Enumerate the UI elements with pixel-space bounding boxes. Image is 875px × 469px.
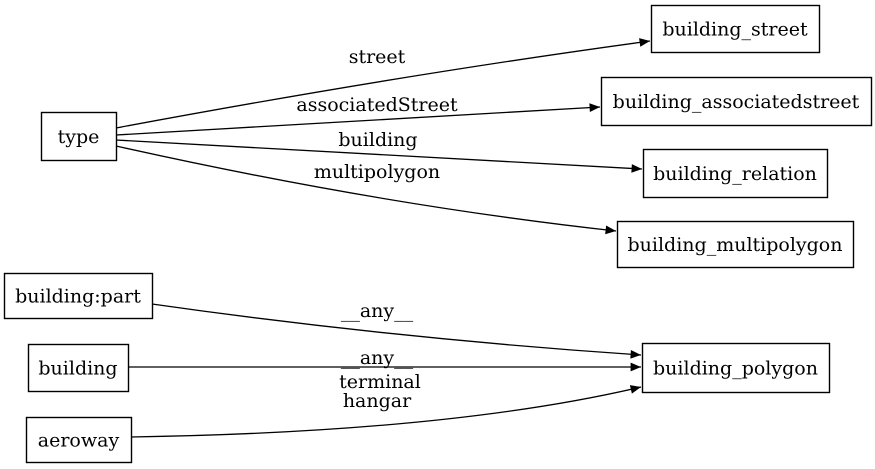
node-building-label: building (38, 358, 117, 380)
node-type (40, 111, 118, 162)
node-aeroway-label: aeroway (38, 430, 120, 452)
edge-label: associatedStreet (296, 94, 458, 116)
node-building_multipolygon-label: building_multipolygon (628, 234, 843, 256)
node-building_street-label: building_street (662, 19, 808, 41)
edge-type-to-building_associatedstreet (115, 103, 601, 136)
edge-label: multipolygon (314, 161, 440, 183)
node-building_polygon (641, 342, 831, 394)
edge-label: __any__ (341, 347, 414, 369)
edge-building_part-to-building_polygon (151, 303, 642, 359)
edge-aeroway-to-building_polygon (130, 385, 642, 438)
node-building_multipolygon (616, 220, 855, 269)
node-building_polygon-label: building_polygon (653, 358, 818, 380)
node-building_part-label: building:part (15, 286, 141, 308)
node-building_relation-label: building_relation (653, 163, 817, 185)
node-aeroway (25, 416, 133, 464)
edge-label: street (349, 46, 406, 68)
node-type-label: type (58, 126, 100, 148)
edge-label: building (338, 129, 417, 151)
node-building (27, 343, 130, 393)
node-building_relation (642, 148, 829, 199)
edge-type-to-building_relation (115, 139, 643, 173)
node-building_street (650, 4, 821, 54)
node-building_part (3, 272, 154, 320)
node-building_associatedstreet-label: building_associatedstreet (613, 91, 860, 113)
edge-label: __any__ (341, 300, 414, 322)
edge-label: terminal (339, 371, 421, 393)
node-building_associatedstreet (600, 76, 873, 127)
edge-label: hangar (343, 390, 412, 412)
edge-type-to-building_multipolygon (115, 145, 617, 235)
edge-type-to-building_street (115, 38, 651, 129)
